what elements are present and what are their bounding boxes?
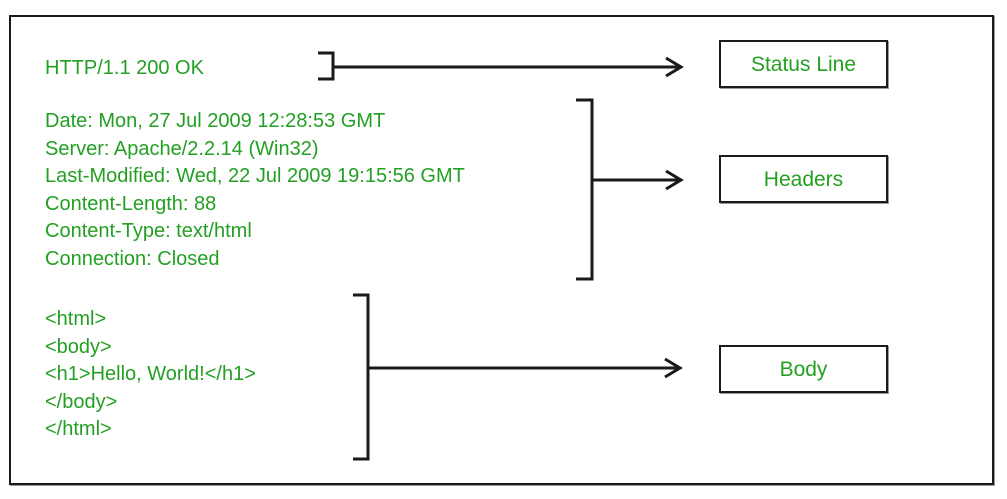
headers-bracket (576, 98, 594, 281)
status-line-box-label: Status Line (750, 52, 857, 76)
body-text: <html> <body> <h1>Hello, World!</h1> </body… (45, 306, 256, 444)
text-line: Server: Apache/2.2.14 (Win32) (45, 137, 319, 160)
diagram-frame (9, 15, 994, 485)
body-bracket (353, 293, 370, 461)
headers-box-label: Headers (763, 167, 844, 191)
text-line: <h1>Hello, World!</h1> (45, 363, 256, 386)
text-line: Connection: Closed (45, 247, 220, 270)
status-line-arrowhead-icon (665, 56, 684, 78)
text-line: Last-Modified: Wed, 22 Jul 2009 19:15:56… (45, 165, 465, 188)
text-line: Date: Mon, 27 Jul 2009 12:28:53 GMT (45, 110, 386, 132)
text-line: </html> (45, 418, 112, 441)
status-line-bracket (318, 51, 335, 81)
status-line-box: Status Line (719, 40, 888, 88)
text-line: <body> (45, 335, 112, 358)
body-arrowhead-icon (664, 357, 683, 379)
headers-arrowhead-icon (665, 169, 684, 191)
headers-box: Headers (719, 155, 888, 203)
text-line: <html> (45, 308, 107, 330)
text-line: </body> (45, 390, 118, 413)
headers-text: Date: Mon, 27 Jul 2009 12:28:53 GMT Serve… (45, 108, 465, 274)
text-line: Content-Type: text/html (45, 220, 252, 243)
body-box-label: Body (779, 357, 828, 381)
body-box: Body (719, 345, 888, 393)
text-line: Content-Length: 88 (45, 192, 217, 215)
status-line-text: HTTP/1.1 200 OK (45, 57, 204, 79)
